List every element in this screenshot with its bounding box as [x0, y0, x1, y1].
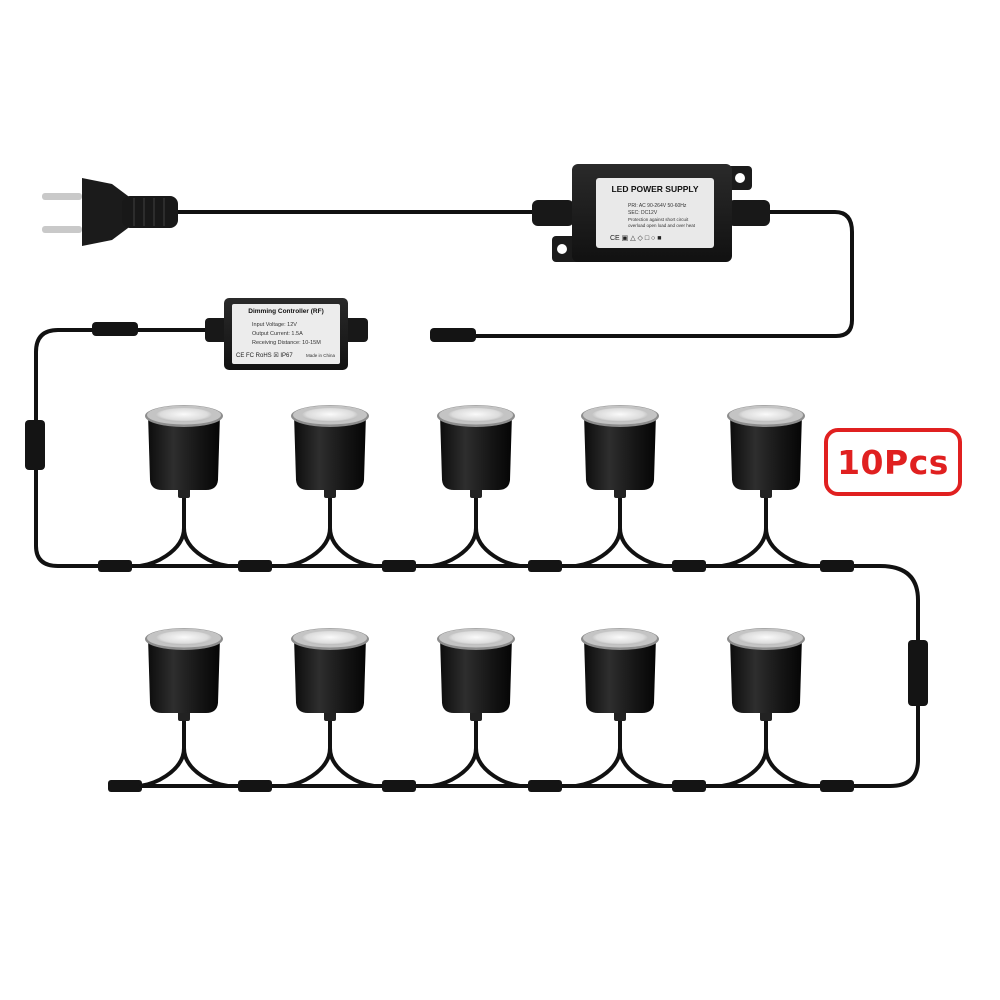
euro-plug — [42, 178, 178, 246]
psu-spec-1: PRI: AC 90-264V 50-60Hz — [628, 203, 687, 209]
controller-line-3: Receiving Distance: 10-15M — [252, 340, 321, 346]
led-light-8 — [431, 628, 521, 788]
psu-cert-marks: CE ▣ △ ◇ □ ○ ■ — [610, 235, 661, 242]
led-light-10 — [721, 628, 811, 788]
controller-line-2: Output Current: 1.5A — [252, 331, 303, 337]
psu-spec-2: SEC: DC12V — [628, 210, 658, 216]
psu-title: LED POWER SUPPLY — [611, 184, 698, 194]
controller-line-1: Input Voltage: 12V — [252, 322, 297, 328]
led-light-5 — [721, 405, 811, 568]
led-light-4 — [575, 405, 665, 568]
led-light-7 — [285, 628, 375, 788]
led-light-3 — [431, 405, 521, 568]
led-power-supply: LED POWER SUPPLY PRI: AC 90-264V 50-60Hz… — [532, 164, 770, 262]
psu-spec-3: Protection against short circuit — [628, 217, 689, 222]
led-light-2 — [285, 405, 375, 568]
led-light-9 — [575, 628, 665, 788]
controller-title: Dimming Controller (RF) — [248, 308, 323, 315]
led-light-1 — [139, 405, 229, 568]
dimming-controller: Dimming Controller (RF) Input Voltage: 1… — [205, 298, 368, 370]
led-light-6 — [139, 628, 229, 788]
cable-connectors — [25, 322, 928, 792]
controller-cert-marks: CE FC RoHS ☒ IP67 — [236, 352, 293, 359]
controller-origin: Made in China — [306, 353, 336, 358]
psu-spec-4: overload open load and over heat — [628, 223, 696, 228]
inground-lights — [139, 405, 811, 788]
quantity-badge: 10Pcs — [824, 428, 962, 496]
